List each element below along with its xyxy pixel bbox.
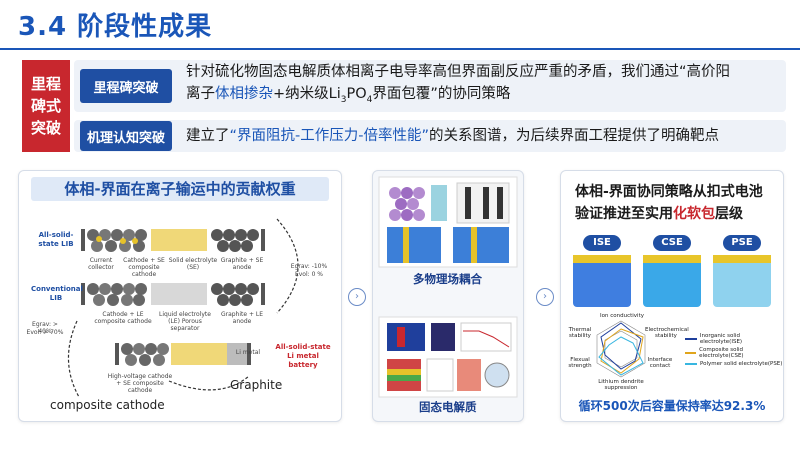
label-graphite-le: Graphite + LE anode (220, 311, 264, 325)
milestone-text-part: PO (346, 86, 367, 103)
panel3-title: 体相-界面协同策略从扣式电池验证推进至实用化软包层级 (575, 181, 775, 225)
label-cathode-le: Cathode + LE composite cathode (94, 311, 152, 325)
legend-ise: Inorganic solid electrolyte(ISE) (685, 333, 783, 345)
panel3-title-text: 体相-界面协同策略从扣式电池验证推进至实用 (575, 184, 763, 222)
page-title: 3.4 阶段性成果 (18, 12, 213, 42)
radar-dendrite-suppression: Lithium dendrite suppression (598, 379, 644, 391)
subscript: 3 (340, 94, 347, 105)
transport-weight-panel: 体相-界面在离子输运中的贡献权重 All-solid-state LIB (18, 170, 342, 422)
mechanism-text-part: 的关系图谱，为后续界面工程提供了明确靶点 (429, 128, 719, 144)
radar-electrochemical-stability: Electrochemical stability (645, 327, 689, 339)
composite-cathode-label: composite cathode (50, 398, 165, 412)
radar-ion-conductivity: Ion conductivity (600, 313, 644, 319)
radar-interface-contact: Interface contact (647, 357, 673, 369)
label-egrav-1: Egrav: -10% (290, 263, 328, 270)
label-liquid-electrolyte: Liquid electrolyte (LE) Porous separator (159, 311, 211, 332)
label-egrav-2: Egrav: > 40% (32, 321, 58, 335)
graphite-label: Graphite (230, 378, 283, 392)
mechanism-text-part: 建立了 (186, 128, 230, 144)
mechanism-row-text: 建立了“界面阻抗-工作压力-倍率性能”的关系图谱，为后续界面工程提供了明确靶点 (186, 125, 719, 147)
cell-pse-label: PSE (723, 235, 761, 251)
milestone-highlight: 体相掺杂 (215, 86, 273, 103)
legend-text: Composite solid electrolyte(CSE) (699, 347, 744, 359)
legend-pse: Polymer solid electrolyte(PSE) (685, 361, 782, 367)
milestone-text-part: 离子 (186, 86, 215, 103)
milestone-row-text: 针对硫化物固态电解质体相离子电导率高但界面副反应严重的矛盾，我们通过“高价阳 离… (186, 61, 730, 111)
cell-ise-label: ISE (583, 235, 621, 251)
tag-li-metal-battery: All-solid-state Li metal battery (275, 343, 331, 369)
radar-thermal-stability: Thermal stability (568, 327, 592, 339)
milestone-text-part: 界面包覆”的协同策略 (372, 86, 511, 103)
milestone-row: 里程碑突破 针对硫化物固态电解质体相离子电导率高但界面副反应严重的矛盾，我们通过… (74, 60, 786, 112)
tag-conventional-lib: Conventional LIB (31, 285, 83, 302)
label-cathode-se: Cathode + SE composite cathode (123, 257, 165, 278)
milestone-text-part: +纳米级Li (273, 86, 341, 103)
mechanism-row-label: 机理认知突破 (80, 121, 172, 151)
research-images (378, 176, 518, 398)
label-hv-cathode: High-voltage cathode + SE composite cath… (107, 373, 173, 394)
mechanism-row: 机理认知突破 建立了“界面阻抗-工作压力-倍率性能”的关系图谱，为后续界面工程提… (74, 120, 786, 152)
battery-diagram (67, 218, 299, 398)
solid-electrolyte-label: 固态电解质 (419, 400, 477, 414)
milestone-row-label: 里程碑突破 (80, 69, 172, 103)
multiphysics-panel: 多物理场耦合 固态电解质 (372, 170, 524, 422)
legend-swatch (685, 338, 697, 340)
chevron-right-icon: › (536, 288, 554, 306)
row1-particles (87, 229, 147, 252)
legend-swatch (685, 352, 697, 354)
subscript: 4 (366, 94, 373, 105)
chevron-right-icon: › (348, 288, 366, 306)
panel3-title-highlight: 化软包 (673, 206, 715, 222)
tag-all-solid-lib: All-solid-state LIB (38, 231, 74, 248)
cycle-retention-text: 循环500次后容量保持率达92.3% (578, 399, 766, 413)
legend-cse: Composite solid electrolyte(CSE) (685, 347, 783, 359)
pouch-cell-panel: 体相-界面协同策略从扣式电池验证推进至实用化软包层级 ISE CSE PSE I… (560, 170, 784, 422)
label-li-metal: Li metal (235, 349, 261, 356)
label-current-collector: Current collector (88, 257, 114, 271)
cell-cse-label: CSE (653, 235, 691, 251)
milestone-text-line1: 针对硫化物固态电解质体相离子电导率高但界面副反应严重的矛盾，我们通过“高价阳 (186, 64, 731, 81)
legend-text: Inorganic solid electrolyte(ISE) (699, 333, 743, 345)
label-evol-2: Evol: > 70% (26, 329, 64, 336)
legend-swatch (685, 363, 697, 365)
multiphysics-label: 多物理场耦合 (413, 272, 482, 286)
cells-and-radar (573, 255, 771, 378)
panel3-title-text: 层级 (715, 206, 743, 222)
legend-text: Polymer solid electrolyte(PSE) (700, 361, 783, 367)
label-solid-electrolyte: Solid electrolyte (SE) (168, 257, 218, 271)
milestone-badge: 里程 碑式 突破 (22, 60, 70, 152)
radar-flexual-strength: Flexual strength (568, 357, 592, 369)
mechanism-highlight: “界面阻抗-工作压力-倍率性能” (229, 128, 430, 144)
label-graphite-se: Graphite + SE anode (220, 257, 264, 271)
panel1-title: 体相-界面在离子输运中的贡献权重 (31, 177, 329, 201)
title-underline (0, 48, 800, 50)
label-evol-1: Evol: 0 % (294, 271, 324, 278)
